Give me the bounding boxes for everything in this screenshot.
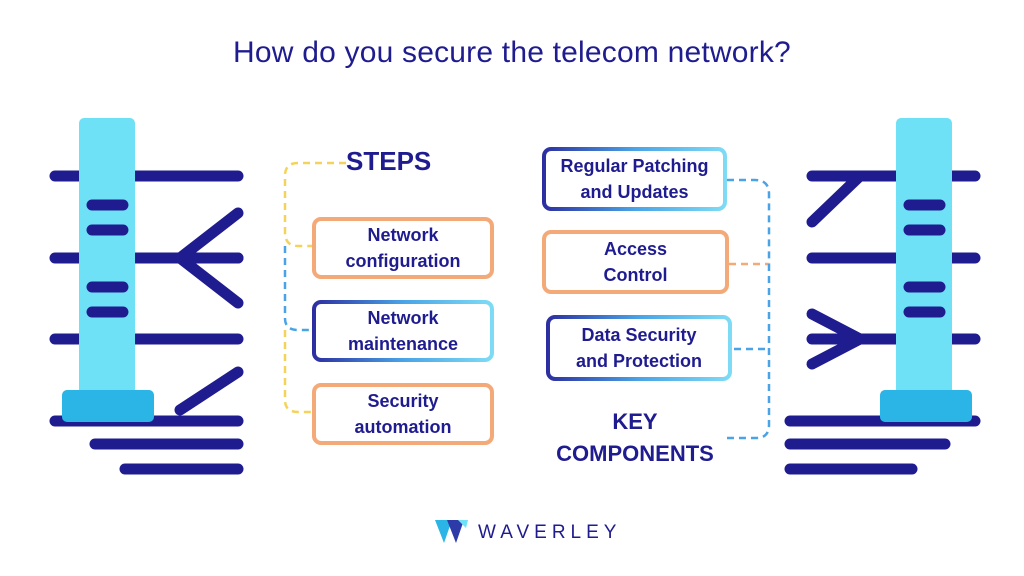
step-network-maintenance: Network maintenance [312, 300, 494, 362]
step-line1: Security [367, 391, 439, 411]
steps-heading: STEPS [346, 146, 432, 176]
steps-connector [283, 161, 346, 414]
component-regular-patching: Regular Patching and Updates [542, 147, 727, 211]
step-line1: Network [367, 308, 439, 328]
components-heading-line1: KEY [612, 409, 658, 434]
component-line1: Data Security [581, 325, 697, 345]
component-line1: Access [603, 239, 668, 259]
component-line2: and Updates [580, 182, 689, 202]
telecom-tower-right-icon [784, 118, 981, 475]
step-line1: Network [367, 225, 439, 245]
step-network-configuration: Network configuration [312, 217, 494, 279]
components-heading: KEY COMPONENTS [540, 406, 730, 470]
component-line2: Control [603, 265, 668, 285]
components-connector [727, 178, 771, 440]
step-line2: configuration [345, 251, 461, 271]
step-security-automation: Security automation [312, 383, 494, 445]
step-line2: automation [354, 417, 452, 437]
component-data-security: Data Security and Protection [546, 315, 732, 381]
page-title: How do you secure the telecom network? [233, 36, 791, 69]
brand-name: WAVERLEY [478, 522, 622, 543]
component-line2: and Protection [575, 351, 702, 371]
step-line2: maintenance [347, 334, 459, 354]
waverley-logo-icon [435, 520, 468, 543]
components-heading-line2: COMPONENTS [556, 441, 714, 466]
telecom-tower-left-icon [49, 118, 244, 475]
component-line1: Regular Patching [560, 156, 709, 176]
